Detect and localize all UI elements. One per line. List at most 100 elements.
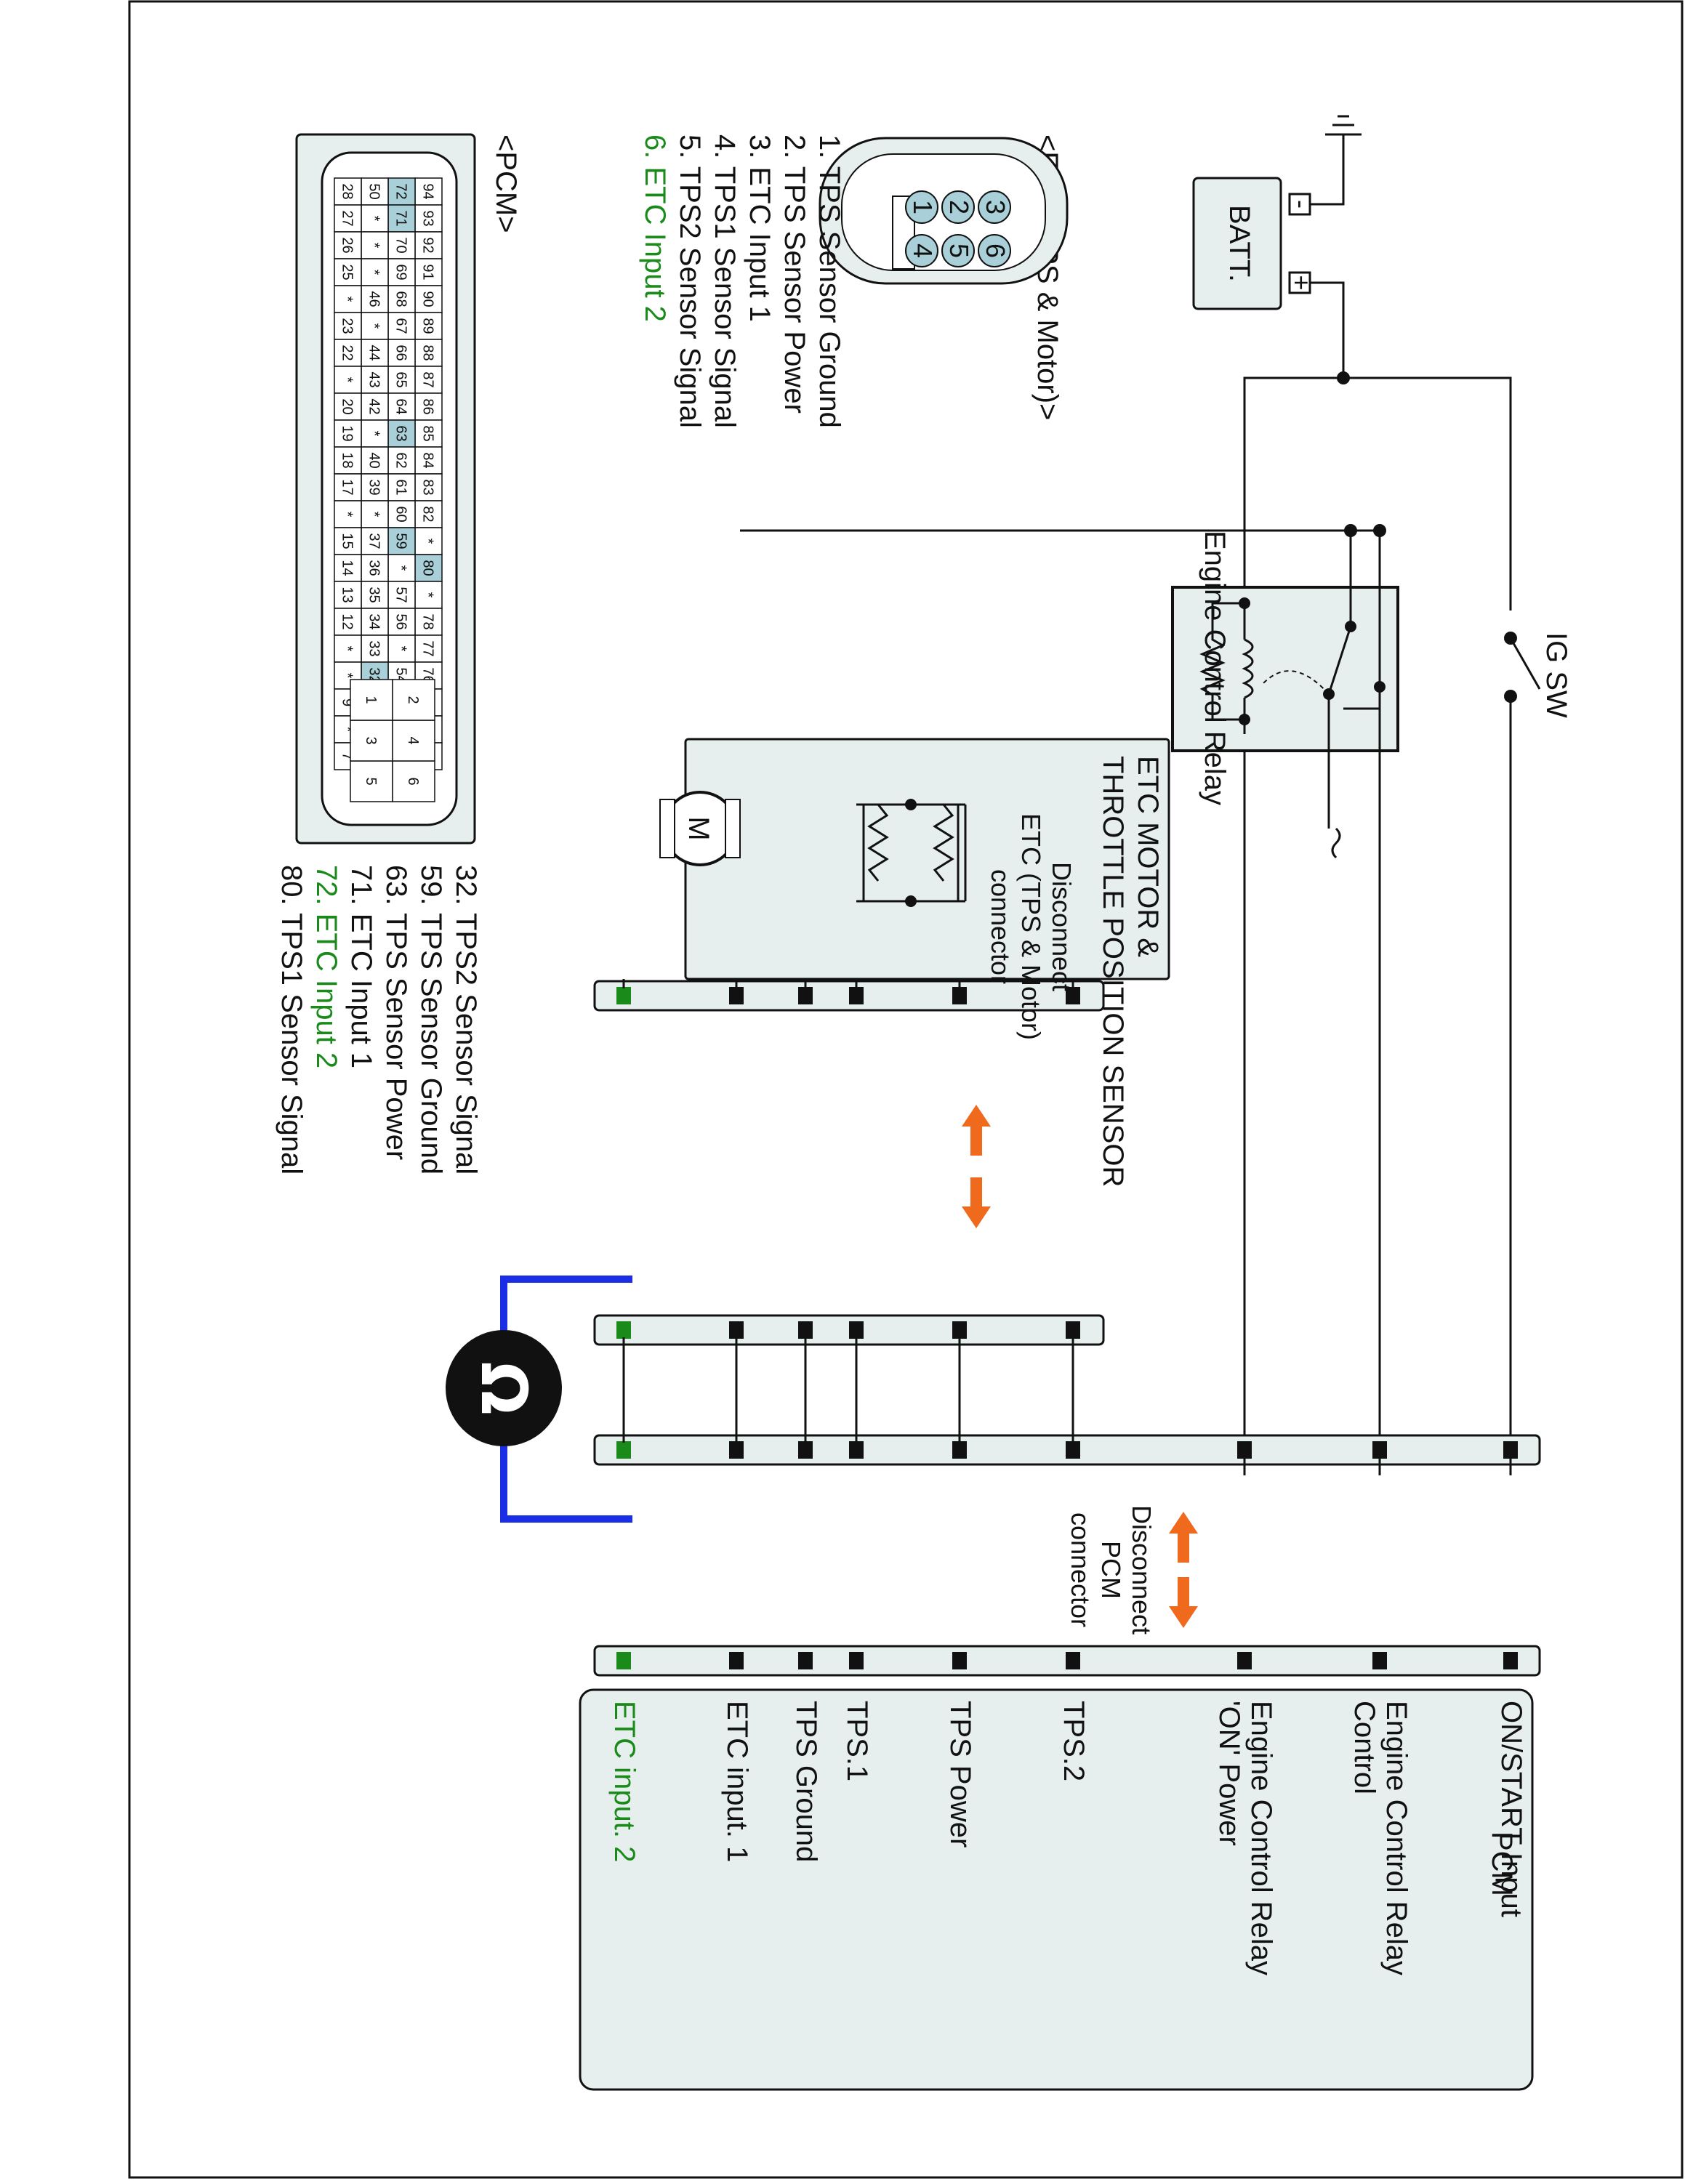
etc-face-pin: 5 [941,234,975,267]
pcm-pin-cell: * [334,500,362,528]
pcm-pin-number: 23 [339,318,355,334]
ig-switch-label: IG SW [1540,632,1572,718]
pcm-pin-cell: 17 [334,473,362,501]
pcm-pin-cell: 93 [414,204,443,233]
pcm-pin-item: 32. TPS2 Sensor Signal [450,865,482,1174]
pcm-pin-number: 13 [339,587,355,603]
pcm-pin-number: 91 [420,264,436,280]
pcm-pin-cell: 56 [387,608,416,636]
pcm-pin-cell: 36 [361,554,389,582]
etc-face-pin-number: 4 [908,243,938,258]
pcm-pin-cell: 15 [334,527,362,555]
pcm-pin-cell: 35 [361,581,389,609]
pcm-pin-cell: 28 [334,177,362,206]
etc-pin-item: 6. ETC Input 2 [639,134,671,322]
connector-pin [616,1441,631,1459]
pcm-terminal: TPS.1 [841,1701,873,1781]
pcm-terminal-label: Engine Control Relay [1245,1701,1277,1975]
pcm-small-number: 3 [363,736,379,744]
connector-pin [849,1441,864,1459]
pcm-pin-cell: 89 [414,312,443,340]
pcm-pin-cell: * [414,581,443,609]
disconnect-pcm: Disconnect PCM connector [1066,1505,1198,1635]
arrow-right [962,1177,991,1228]
wire-relay-output [740,529,1381,1475]
pcm-pin-item: 71. ETC Input 1 [345,865,377,1068]
pcm-pin-cell: 50 [361,177,389,206]
pcm-pin-cell: 34 [361,608,389,636]
sensor-label-line1: ETC MOTOR & [1132,756,1164,957]
pcm-pin-cell: 19 [334,419,362,448]
pcm-pin-number: 7 [339,752,355,760]
pcm-small-cell: 1 [350,679,393,721]
pcm-terminal-label: ON/START Input [1495,1701,1527,1917]
pcm-terminal-label: TPS.2 [1058,1701,1090,1781]
arrow-right [1169,1577,1198,1628]
pcm-pin-number: 17 [339,479,355,495]
pcm-terminal: ON/START Input [1495,1701,1527,1917]
pcm-pin-cell: 78 [414,608,443,636]
pcm-pin-number: * [366,270,382,275]
connector-pin [1066,1441,1080,1459]
sensor-label-line2: THROTTLE POSITION SENSOR [1097,756,1129,1187]
pcm-pin-number: 83 [420,479,436,495]
connector-pin [616,1321,631,1339]
battery-label: BATT. [1223,205,1255,282]
motor-label: M [683,816,715,840]
connector-pin [798,1652,813,1669]
pcm-pin-number: * [339,512,355,517]
pcm-pin-cell: * [334,366,362,394]
connector-pin [1372,1652,1387,1669]
pcm-pin-number: 50 [366,183,382,199]
etc-face-pin-number: 6 [981,243,1010,258]
pcm-pin-cell: 20 [334,392,362,421]
pcm-small-number: 5 [363,777,379,785]
pcm-pin-cell: 37 [361,527,389,555]
pcm-pin-cell: 26 [334,231,362,259]
pcm-pin-number: 22 [339,344,355,360]
pcm-pin-number: 26 [339,237,355,253]
pcm-small-number: 1 [363,696,379,704]
pcm-pin-cell: 68 [387,285,416,313]
etc-face-pin-number: 1 [908,200,938,214]
pcm-pin-number: 25 [339,264,355,280]
pcm-pin-cell: 80 [414,554,443,582]
pcm-pin-number: * [339,377,355,383]
pcm-pin-cell: 44 [361,339,389,367]
pcm-pin-cell: 94 [414,177,443,206]
pcm-pin-number: 27 [339,210,355,226]
pcm-pin-number: 94 [420,183,436,199]
etc-face-pin: 3 [978,190,1011,224]
pcm-pin-number: 63 [393,425,409,441]
pcm-pin-number: 56 [393,613,409,629]
pcm-pin-cell: 43 [361,366,389,394]
pcm-pin-cell: 13 [334,581,362,609]
pcm-pin-cell: 25 [334,258,362,286]
battery: BATT. - + [1192,115,1362,378]
pcm-pin-number: * [420,592,436,598]
arrow-left [1169,1512,1198,1563]
connector-pin [1503,1652,1518,1669]
pcm-pin-number: 19 [339,425,355,441]
pcm-pin-number: * [366,431,382,437]
pcm-pin-cell: 70 [387,231,416,259]
pcm-title: PCM [1486,1832,1518,1896]
pcm-pin-number: * [420,539,436,544]
pcm-pin-cell: 84 [414,446,443,475]
connector-pin [798,1441,813,1459]
etc-face-pin-number: 2 [944,200,974,214]
connector-pin [798,1321,813,1339]
relay-label: Engine Control Relay [1199,531,1231,805]
ig-switch: IG SW [1481,611,1572,718]
pcm-pin-number: 35 [366,587,382,603]
pcm-terminal: TPS.2 [1058,1701,1090,1781]
pcm-small-cell: 3 [350,720,393,762]
pcm-terminal-label: TPS Power [944,1701,976,1847]
pcm-pin-number: 18 [339,452,355,468]
pcm-pin-number: 39 [366,479,382,495]
etc-pin-item: 5. TPS2 Sensor Signal [674,134,706,428]
